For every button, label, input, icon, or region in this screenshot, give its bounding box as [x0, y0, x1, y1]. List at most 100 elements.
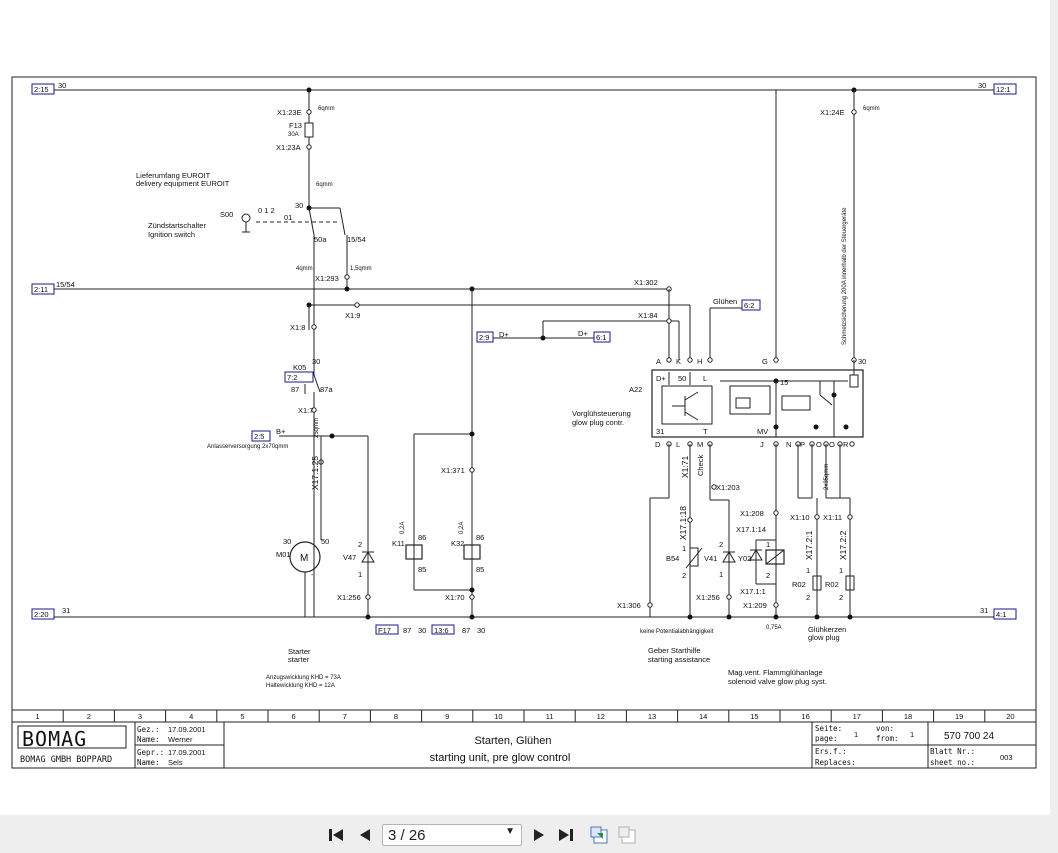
svg-text:S00: S00 [220, 210, 233, 219]
schematic-diagram: 2:15 30 12:1 30 2:11 15/54 2:20 31 4:1 3… [11, 76, 1037, 769]
svg-text:25qmm: 25qmm [314, 418, 320, 438]
column-number: 10 [494, 712, 502, 721]
svg-text:X17.1:25: X17.1:25 [310, 456, 320, 490]
column-number: 2 [87, 712, 91, 721]
svg-text:B+: B+ [276, 427, 286, 436]
column-number: 11 [546, 712, 554, 721]
ref-box-2-9[interactable]: 2:9 [476, 331, 494, 343]
svg-text:Sels: Sels [168, 758, 183, 767]
ref-box-6-2[interactable]: 6:2 [741, 299, 761, 311]
svg-text:N: N [786, 440, 791, 449]
ref-box-4-1[interactable]: 4:1 [993, 608, 1017, 620]
svg-text:BOMAG: BOMAG [22, 727, 87, 751]
relay-crossref-k11[interactable]: F17 87 30 [375, 624, 426, 635]
terminal-x1-24e: X1:24E [820, 108, 845, 117]
svg-text:starter: starter [288, 655, 310, 664]
svg-text:6qmm: 6qmm [316, 182, 333, 188]
terminal-x1-9: X1:9 [345, 311, 360, 320]
fuse-f13 [304, 122, 314, 138]
svg-text:Anlasserversorgung 2x70qmm: Anlasserversorgung 2x70qmm [207, 444, 288, 450]
terminal-x1-70: X1:70 [445, 593, 465, 602]
svg-text:from:: from: [876, 734, 899, 743]
svg-text:MV: MV [757, 427, 768, 436]
terminal-x1-11: X1:11 [823, 513, 842, 522]
ref-box-2-15[interactable]: 2:15 [31, 83, 55, 95]
svg-text:L: L [703, 374, 707, 383]
sensor-b54 [689, 547, 699, 567]
svg-text:X17.1:14: X17.1:14 [736, 525, 766, 534]
terminal-x1-293: X1:293 [315, 274, 339, 283]
relay-coil-a22 [781, 395, 811, 411]
ref-box-2-5[interactable]: 2:5 [251, 430, 271, 442]
svg-text:01: 01 [284, 213, 292, 222]
svg-text:P: P [800, 440, 805, 449]
svg-text:2: 2 [719, 540, 723, 549]
svg-text:Ers.f.:: Ers.f.: [815, 747, 847, 756]
column-number: 8 [394, 712, 398, 721]
svg-text:glow plug contr.: glow plug contr. [572, 418, 624, 427]
fit-page-icon[interactable] [588, 824, 610, 844]
rail-31-right-label: 31 [980, 606, 988, 615]
svg-text:Geber Starthilfe: Geber Starthilfe [648, 646, 701, 655]
title-block: BOMAG BOMAG GMBH BOPPARD Gez.: 17.09.200… [12, 721, 1036, 768]
svg-text:2:20: 2:20 [34, 610, 49, 619]
svg-text:2:5: 2:5 [254, 432, 264, 441]
svg-text:G: G [762, 357, 768, 366]
terminal-x1-10: X1:10 [790, 513, 810, 522]
fit-width-icon[interactable] [616, 824, 638, 844]
first-page-icon[interactable] [326, 825, 346, 845]
svg-text:30A: 30A [288, 132, 299, 138]
svg-text:50: 50 [678, 374, 686, 383]
svg-text:page:: page: [815, 734, 838, 743]
svg-text:6qmm: 6qmm [318, 106, 335, 112]
page-selector[interactable]: 3 / 26 ▼ [382, 824, 522, 846]
ref-box-12-1[interactable]: 12:1 [993, 83, 1017, 95]
svg-text:X1:71: X1:71 [680, 456, 690, 478]
relay-crossref-k32[interactable]: 13:6 87 30 [431, 624, 485, 635]
svg-text:6:1: 6:1 [596, 333, 606, 342]
document-page: 2:15 30 12:1 30 2:11 15/54 2:20 31 4:1 3… [0, 0, 1050, 815]
next-page-icon[interactable] [530, 825, 548, 845]
svg-text:12:1: 12:1 [996, 85, 1011, 94]
terminal-x1-203: X1:203 [716, 483, 740, 492]
ref-box-2-20[interactable]: 2:20 [31, 608, 55, 620]
svg-text:X17.1:18: X17.1:18 [678, 506, 688, 540]
svg-text:87: 87 [291, 385, 299, 394]
terminal-x1-8: X1:8 [290, 323, 305, 332]
terminal-x1-84: X1:84 [638, 311, 658, 320]
last-page-icon[interactable] [556, 825, 576, 845]
svg-text:4:1: 4:1 [996, 610, 1006, 619]
svg-text:31: 31 [656, 427, 664, 436]
svg-text:M01: M01 [276, 550, 291, 559]
svg-text:2:9: 2:9 [479, 333, 489, 342]
page-indicator: 3 / 26 [388, 827, 426, 844]
column-number: 19 [955, 712, 963, 721]
glow-plug-controller-a22 [651, 369, 864, 438]
ref-box-6-1[interactable]: 6:1 [593, 331, 611, 343]
column-number: 7 [343, 712, 347, 721]
svg-text:M: M [697, 440, 703, 449]
column-number: 4 [189, 712, 193, 721]
ref-box-2-11[interactable]: 2:11 [31, 283, 55, 295]
svg-text:K32: K32 [451, 539, 464, 548]
svg-text:1: 1 [682, 544, 686, 553]
column-number: 9 [445, 712, 449, 721]
svg-text:D+: D+ [656, 374, 666, 383]
svg-text:2: 2 [806, 593, 810, 602]
terminal-x1-7: X1:7 [298, 406, 313, 415]
svg-text:87: 87 [403, 626, 411, 635]
terminal-x1-23e: X1:23E [277, 108, 302, 117]
svg-text:Gepr.:: Gepr.: [137, 748, 164, 757]
ref-box-7-2[interactable]: 7:2 [284, 371, 314, 383]
svg-text:BOMAG GMBH BOPPARD: BOMAG GMBH BOPPARD [20, 755, 112, 765]
svg-text:D+: D+ [578, 329, 588, 338]
svg-text:sheet no.:: sheet no.: [930, 758, 975, 767]
svg-text:Seite:: Seite: [815, 724, 842, 733]
drawing-title-de: Starten, Glühen [474, 735, 551, 747]
svg-text:50: 50 [321, 537, 329, 546]
terminal-x1-302: X1:302 [634, 278, 658, 287]
previous-page-icon[interactable] [356, 825, 374, 845]
svg-text:Blatt Nr.:: Blatt Nr.: [930, 747, 975, 756]
svg-text:86: 86 [476, 533, 484, 542]
svg-text:2x35qmm: 2x35qmm [824, 464, 830, 490]
